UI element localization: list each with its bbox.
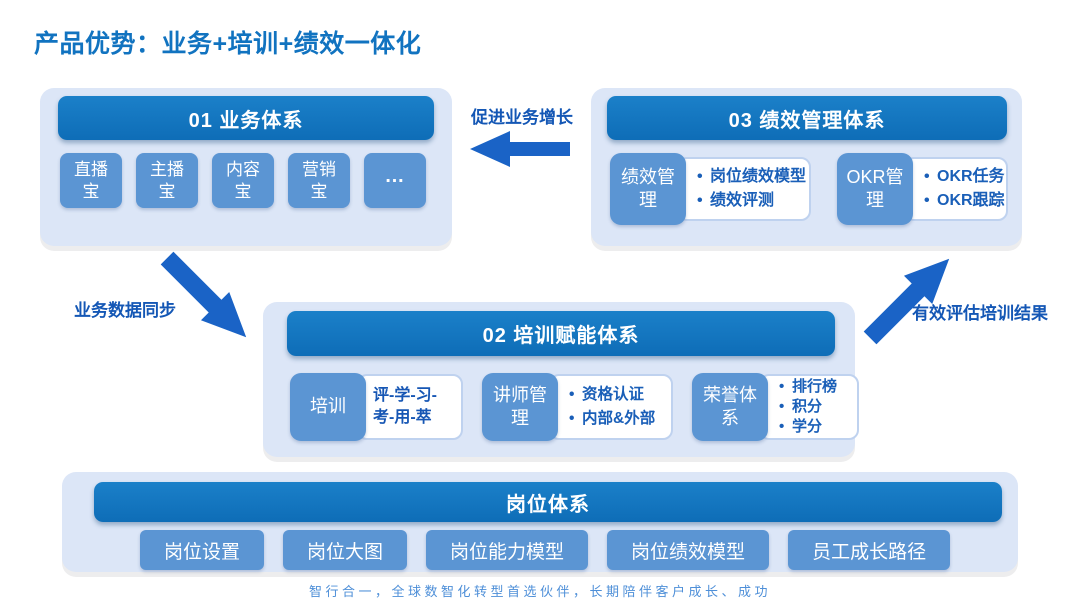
footer-slogan: 智行合一，全球数智化转型首选伙伴，长期陪伴客户成长、成功 [308, 584, 771, 599]
business-item-neirongbao: 内容宝 [212, 153, 274, 208]
bullet-item: 内部&外部 [569, 407, 665, 431]
training-label: 培训 [290, 373, 366, 441]
position-system-panel: 岗位体系 岗位设置 岗位大图 岗位能力模型 岗位绩效模型 员工成长路径 [62, 472, 1018, 572]
data-sync-label: 业务数据同步 [74, 301, 176, 320]
business-system-panel: 01 业务体系 直播宝 主播宝 内容宝 营销宝 … [40, 88, 452, 246]
training-group: 培训 评-学-习-考-用-萃 [290, 373, 463, 441]
position-item-setup: 岗位设置 [140, 530, 265, 570]
bullet-item: 积分 [779, 397, 851, 417]
honor-system-group: 荣誉体系 排行榜 积分 学分 [692, 373, 859, 441]
lecturer-management-label: 讲师管理 [482, 373, 558, 441]
performance-management-label: 绩效管理 [610, 153, 686, 225]
lecturer-management-group: 讲师管理 资格认证 内部&外部 [482, 373, 673, 441]
position-item-ability-model: 岗位能力模型 [426, 530, 589, 570]
business-items-row: 直播宝 主播宝 内容宝 营销宝 … [60, 153, 426, 208]
business-item-yingxiaobao: 营销宝 [288, 153, 350, 208]
okr-management-label: OKR管理 [837, 153, 913, 225]
position-item-map: 岗位大图 [283, 530, 408, 570]
business-item-more: … [364, 153, 426, 208]
ellipsis-icon: … [384, 165, 406, 187]
performance-management-group: 绩效管理 岗位绩效模型 绩效评测 [610, 153, 811, 225]
lecturer-management-card: 资格认证 内部&外部 [549, 374, 673, 440]
business-item-zhubobao: 主播宝 [136, 153, 198, 208]
training-system-panel: 02 培训赋能体系 培训 评-学-习-考-用-萃 讲师管理 资格认证 内部&外部… [263, 302, 859, 457]
evaluate-training-label: 有效评估培训结果 [912, 304, 1048, 323]
performance-groups-row: 绩效管理 岗位绩效模型 绩效评测 OKR管理 OKR任务 OKR跟踪 [610, 152, 1008, 226]
honor-system-card: 排行榜 积分 学分 [759, 374, 859, 440]
arrow-left-icon [470, 131, 570, 167]
bullet-item: OKR跟踪 [924, 189, 1005, 213]
honor-system-label: 荣誉体系 [692, 373, 768, 441]
okr-management-group: OKR管理 OKR任务 OKR跟踪 [837, 153, 1008, 225]
arrow-down-right-icon [153, 244, 260, 351]
okr-management-card: OKR任务 OKR跟踪 [904, 157, 1008, 221]
performance-management-card: 岗位绩效模型 绩效评测 [677, 157, 811, 221]
bullet-item: OKR任务 [924, 165, 1005, 189]
position-item-performance-model: 岗位绩效模型 [607, 530, 770, 570]
bullet-item: 学分 [779, 417, 851, 437]
bullet-item: 岗位绩效模型 [697, 165, 806, 189]
arrow-up-right-icon [856, 245, 963, 352]
training-method-text: 评-学-习-考-用-萃 [373, 387, 437, 426]
performance-system-panel: 03 绩效管理体系 绩效管理 岗位绩效模型 绩效评测 OKR管理 OKR任务 O… [591, 88, 1022, 246]
position-item-growth-path: 员工成长路径 [788, 530, 951, 570]
training-method-card: 评-学-习-考-用-萃 [357, 374, 463, 440]
bullet-item: 排行榜 [779, 377, 851, 397]
business-item-zhibobao: 直播宝 [60, 153, 122, 208]
training-system-header: 02 培训赋能体系 [287, 311, 835, 356]
bullet-item: 资格认证 [569, 383, 665, 407]
business-system-header: 01 业务体系 [58, 96, 434, 140]
page-title: 产品优势：业务+培训+绩效一体化 [34, 30, 422, 58]
training-groups-row: 培训 评-学-习-考-用-萃 讲师管理 资格认证 内部&外部 荣誉体系 [290, 372, 859, 442]
position-items-row: 岗位设置 岗位大图 岗位能力模型 岗位绩效模型 员工成长路径 [140, 530, 951, 570]
promote-growth-label: 促进业务增长 [471, 108, 573, 127]
performance-system-header: 03 绩效管理体系 [607, 96, 1007, 140]
bullet-item: 绩效评测 [697, 189, 803, 213]
position-system-header: 岗位体系 [94, 482, 1002, 522]
